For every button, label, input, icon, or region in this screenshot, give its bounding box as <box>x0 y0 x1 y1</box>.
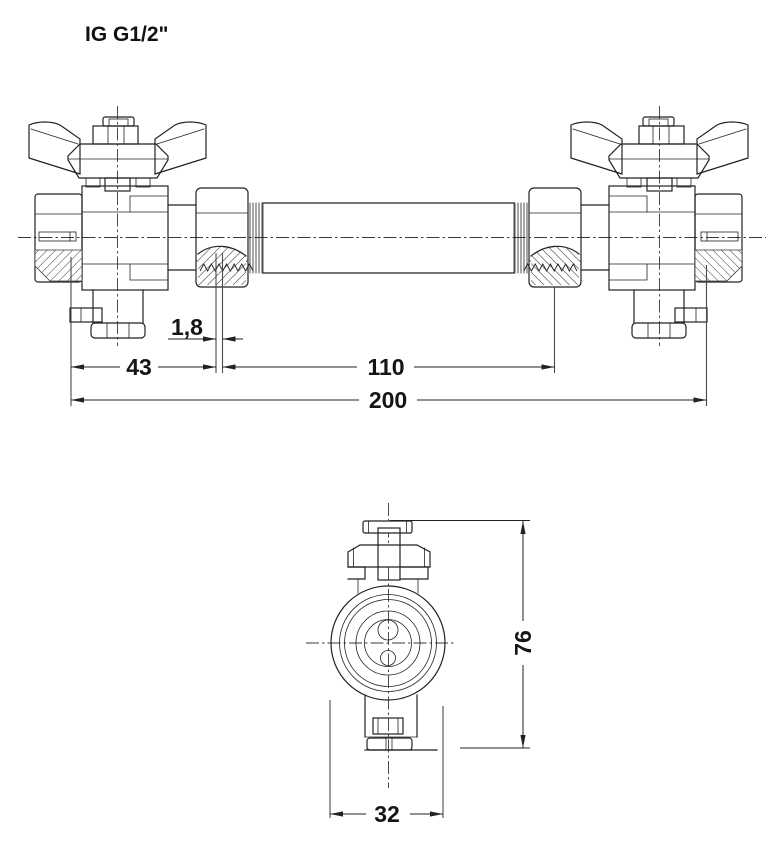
wing-handle-front <box>347 520 431 594</box>
drain-outlet-front <box>364 694 438 751</box>
dimension-tube-length: 110 <box>222 354 555 380</box>
side-view: 1,8 43 110 <box>18 106 766 413</box>
dimension-width: 32 <box>329 700 444 827</box>
dim-label-tube: 110 <box>367 354 404 380</box>
dimension-valve-length: 43 <box>71 354 216 380</box>
centerlines-side <box>18 106 766 346</box>
dim-label-width: 32 <box>374 801 400 827</box>
dimensions-side: 1,8 43 110 <box>70 253 708 413</box>
valve-left <box>28 116 263 339</box>
dimension-height: 76 <box>390 520 536 749</box>
dim-label-height: 76 <box>510 630 536 656</box>
valve-body-front <box>330 585 446 701</box>
dimension-wall-thickness: 1,8 <box>168 314 243 342</box>
connecting-tube <box>262 202 515 274</box>
dimensions-front: 76 32 <box>329 520 536 827</box>
front-view: 76 32 <box>306 503 536 827</box>
valve-right <box>514 116 749 339</box>
dim-label-wall: 1,8 <box>171 314 203 340</box>
dimension-overall-length: 200 <box>71 387 707 413</box>
dim-label-valve: 43 <box>126 354 152 380</box>
dim-label-overall: 200 <box>369 387 407 413</box>
page-title: IG G1/2" <box>85 23 169 46</box>
